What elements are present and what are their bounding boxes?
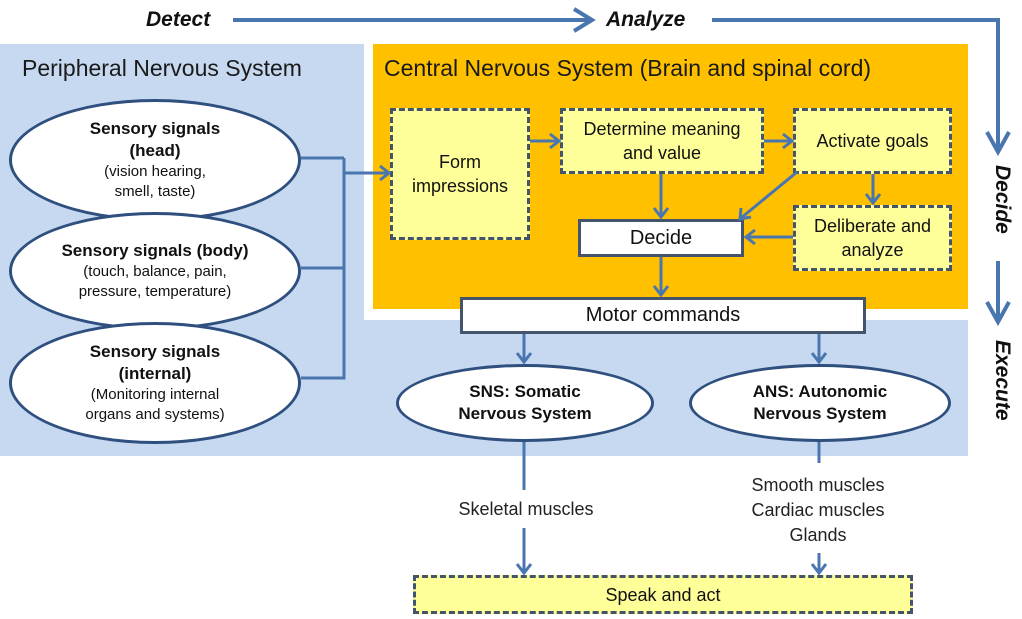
cns-title: Central Nervous System (Brain and spinal… xyxy=(384,55,872,81)
arrowhead-analyze xyxy=(572,7,596,33)
motor-commands-box: Motor commands xyxy=(460,297,866,334)
sns-line2: Nervous System xyxy=(458,404,592,423)
phase-execute: Execute xyxy=(991,340,1014,421)
decide-label: Decide xyxy=(629,226,693,249)
sensory-body-sub: (touch, balance, pain, xyxy=(83,263,227,280)
sensory-head-ellipse: Sensory signals (head) (vision hearing, … xyxy=(9,99,301,221)
deliberate-line2: analyze xyxy=(841,240,904,260)
ans-ellipse: ANS: Autonomic Nervous System xyxy=(689,364,951,442)
form-impressions-line1: Form xyxy=(439,152,481,172)
sns-line1: SNS: Somatic xyxy=(469,382,581,401)
deliberate-analyze-box: Deliberate and analyze xyxy=(793,205,952,271)
sensory-body-sub-2: pressure, temperature) xyxy=(78,283,232,300)
sns-ellipse: SNS: Somatic Nervous System xyxy=(396,364,654,442)
glands-label: Glands xyxy=(789,525,847,545)
ans-line1: ANS: Autonomic xyxy=(752,382,888,401)
arrowhead-speak-right xyxy=(810,563,828,576)
sensory-internal-sub-2: organs and systems) xyxy=(85,406,225,423)
pns-title: Peripheral Nervous System xyxy=(22,55,302,81)
sensory-internal-title-2: (internal) xyxy=(118,364,192,383)
determine-meaning-line1: Determine meaning xyxy=(583,119,741,139)
arrowhead-speak-left xyxy=(515,563,533,576)
form-impressions-line2: impressions xyxy=(411,176,509,196)
sensory-internal-title: Sensory signals xyxy=(89,342,221,361)
sensory-internal-ellipse: Sensory signals (internal) (Monitoring i… xyxy=(9,322,301,444)
form-impressions-box: Form impressions xyxy=(390,108,530,240)
smooth-muscles-label: Smooth muscles xyxy=(751,475,885,495)
arrowhead-execute xyxy=(985,301,1011,327)
phase-detect: Detect xyxy=(146,8,211,31)
phase-decide: Decide xyxy=(991,165,1014,234)
speak-and-act-label: Speak and act xyxy=(605,584,721,605)
decide-box: Decide xyxy=(578,219,744,257)
activate-goals-label: Activate goals xyxy=(816,131,929,151)
activate-goals-box: Activate goals xyxy=(793,108,952,174)
ans-line2: Nervous System xyxy=(753,404,887,423)
cardiac-muscles-label: Cardiac muscles xyxy=(751,500,885,520)
sensory-body-title: Sensory signals (body) xyxy=(61,241,249,260)
sensory-internal-sub: (Monitoring internal xyxy=(90,386,220,403)
sensory-head-title: Sensory signals xyxy=(89,119,221,138)
determine-meaning-line2: and value xyxy=(622,143,702,163)
sensory-head-sub-2: smell, taste) xyxy=(114,183,196,200)
determine-meaning-box: Determine meaning and value xyxy=(560,108,764,174)
sensory-head-title-2: (head) xyxy=(129,141,181,160)
speak-and-act-box: Speak and act xyxy=(413,575,913,614)
motor-commands-label: Motor commands xyxy=(585,304,741,326)
phase-analyze: Analyze xyxy=(606,8,686,31)
sensory-head-sub: (vision hearing, xyxy=(104,163,206,180)
sensory-body-ellipse: Sensory signals (body) (touch, balance, … xyxy=(9,212,301,330)
arrowhead-decide xyxy=(985,131,1011,157)
deliberate-line1: Deliberate and xyxy=(813,216,932,236)
skeletal-muscles-label: Skeletal muscles xyxy=(458,499,594,519)
